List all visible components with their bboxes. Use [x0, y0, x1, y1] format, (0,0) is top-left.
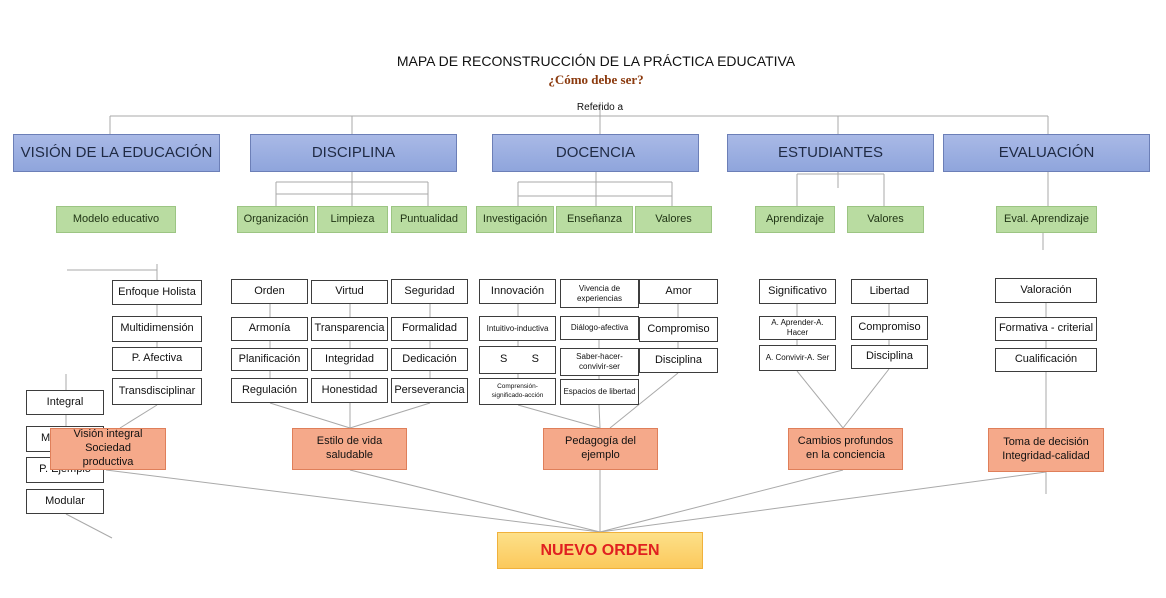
sub-eval-aprendizaje: Eval. Aprendizaje [996, 206, 1097, 233]
sub-ensenanza: Enseñanza [556, 206, 633, 233]
header-evaluacion: EVALUACIÓN [943, 134, 1150, 172]
estudiantes-col1-item: A. Convivir-A. Ser [759, 345, 836, 371]
vision-item: P. Afectiva [112, 347, 202, 371]
result-disciplina: Estilo de vida saludable [292, 428, 407, 470]
evaluacion-item: Formativa - criterial [995, 317, 1097, 341]
evaluacion-item: Cualificación [995, 348, 1097, 372]
evaluacion-item: Valoración [995, 278, 1097, 303]
docencia-col2-item: Espacios de libertad [560, 379, 639, 405]
docencia-col1-item: Comprensión-significado-acción [479, 378, 556, 405]
disciplina-col2-item: Honestidad [311, 378, 388, 403]
referido-label: Referido a [576, 102, 624, 113]
sub-modelo-educativo: Modelo educativo [56, 206, 176, 233]
vision-item: Enfoque Holista [112, 280, 202, 305]
docencia-col1-item: Intuitivo-inductiva [479, 316, 556, 341]
result-evaluacion: Toma de decisión Integridad-calidad [988, 428, 1104, 472]
result-estudiantes: Cambios profundos en la conciencia [788, 428, 903, 470]
s-label-left: S [500, 353, 508, 366]
disciplina-col3-item: Perseverancia [391, 378, 468, 403]
result-docencia: Pedagogía del ejemplo [543, 428, 658, 470]
header-disciplina: DISCIPLINA [250, 134, 457, 172]
disciplina-col3-item: Dedicación [391, 348, 468, 371]
estudiantes-col1-item: Significativo [759, 279, 836, 304]
disciplina-col3-item: Formalidad [391, 317, 468, 341]
sub-valores-estudiantes: Valores [847, 206, 924, 233]
vision-left-item: Integral [26, 390, 104, 415]
s-label-right: S [531, 353, 539, 366]
sub-investigacion: Investigación [476, 206, 554, 233]
vision-left-item: Modular [26, 489, 104, 514]
sub-valores-docencia: Valores [635, 206, 712, 233]
docencia-col1-s-box: S S [479, 346, 556, 374]
disciplina-col2-item: Transparencia [311, 317, 388, 341]
estudiantes-col2-item: Compromiso [851, 316, 928, 340]
docencia-col3-item: Compromiso [639, 317, 718, 342]
sub-aprendizaje: Aprendizaje [755, 206, 835, 233]
vision-item: Multidimensión [112, 316, 202, 342]
page-subtitle: ¿Cómo debe ser? [548, 72, 644, 87]
header-vision: VISIÓN DE LA EDUCACIÓN [13, 134, 220, 172]
final-nuevo-orden: NUEVO ORDEN [497, 532, 703, 569]
estudiantes-col1-item: A. Aprender-A. Hacer [759, 316, 836, 340]
sub-organizacion: Organización [237, 206, 315, 233]
disciplina-col2-item: Integridad [311, 348, 388, 371]
sub-puntualidad: Puntualidad [391, 206, 467, 233]
disciplina-col1-item: Orden [231, 279, 308, 304]
docencia-col3-item: Disciplina [639, 348, 718, 373]
disciplina-col2-item: Virtud [311, 280, 388, 304]
header-estudiantes: ESTUDIANTES [727, 134, 934, 172]
estudiantes-col2-item: Libertad [851, 279, 928, 304]
disciplina-col1-item: Regulación [231, 378, 308, 403]
sub-limpieza: Limpieza [317, 206, 388, 233]
docencia-col1-item: Innovación [479, 279, 556, 304]
vision-item: Transdisciplinar [112, 378, 202, 405]
docencia-col2-item: Diálogo-afectiva [560, 316, 639, 340]
disciplina-col1-item: Armonía [231, 317, 308, 341]
docencia-col3-item: Amor [639, 279, 718, 304]
estudiantes-col2-item: Disciplina [851, 345, 928, 369]
docencia-col2-item: Saber-hacer-convivir-ser [560, 348, 639, 376]
page-title: MAPA DE RECONSTRUCCIÓN DE LA PRÁCTICA ED… [396, 53, 796, 69]
docencia-col2-item: Vivencia de experiencias [560, 279, 639, 308]
header-docencia: DOCENCIA [492, 134, 699, 172]
disciplina-col3-item: Seguridad [391, 279, 468, 304]
disciplina-col1-item: Planificación [231, 348, 308, 371]
result-vision: Visión integral Sociedad productiva [50, 428, 166, 470]
